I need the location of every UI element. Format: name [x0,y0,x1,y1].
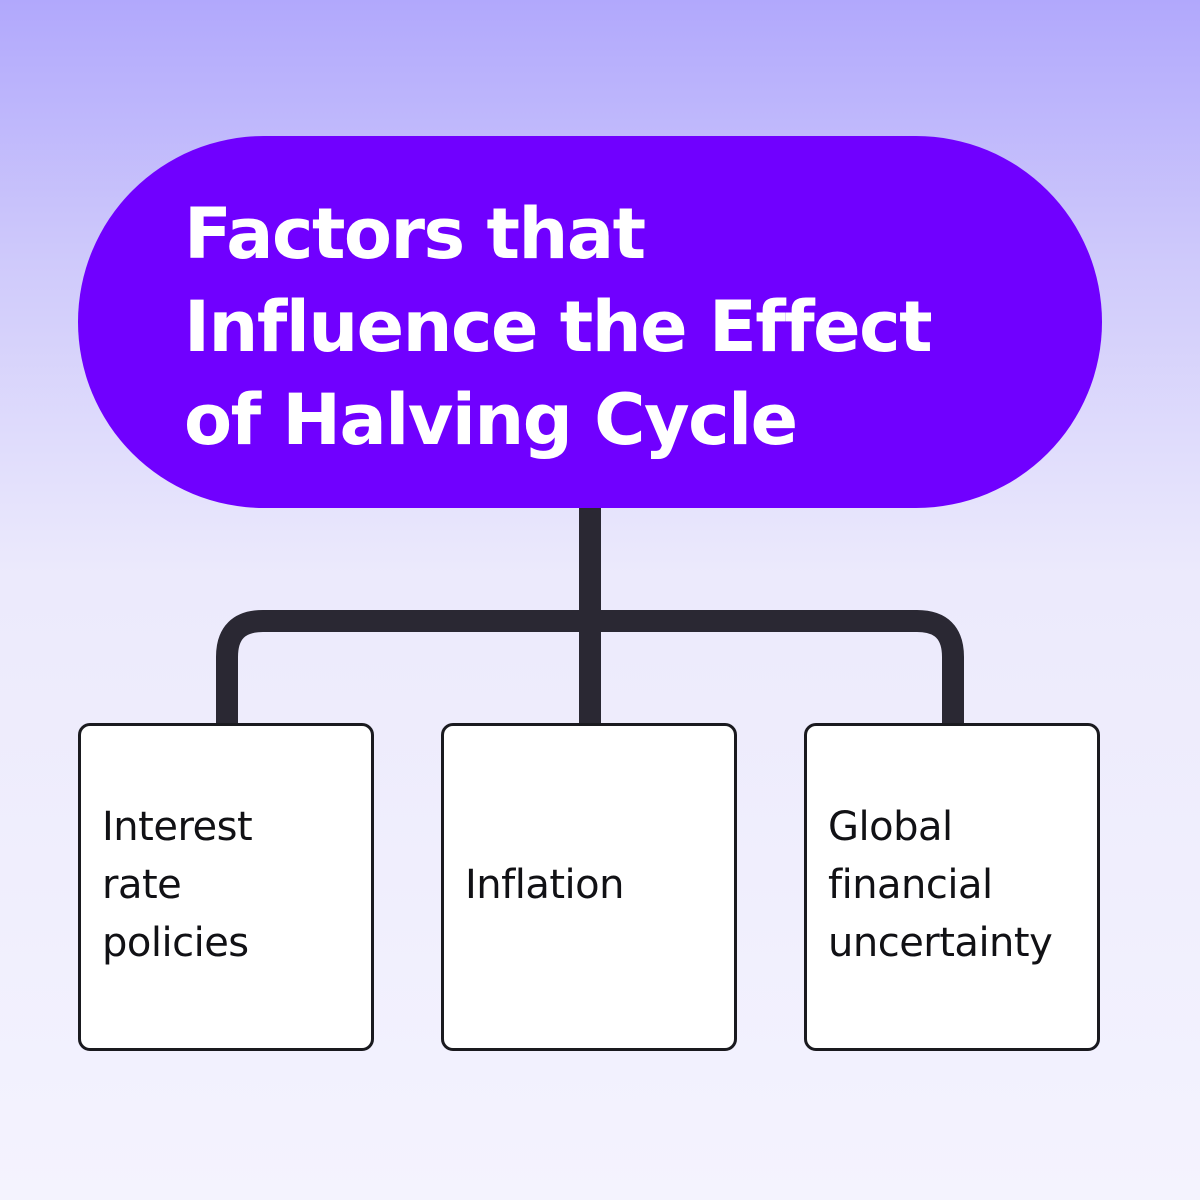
factor-label: Inflation [465,862,624,908]
factor-box-global-uncertainty: Global financial uncertainty [804,723,1100,1051]
title-node: Factors that Influence the Effect of Hal… [78,136,1102,508]
diagram-title: Factors that Influence the Effect of Hal… [184,193,933,461]
factor-label: Global financial uncertainty [828,804,1053,966]
branch-connector-left [216,610,590,723]
factor-box-inflation: Inflation [441,723,737,1051]
factor-label: Interest rate policies [102,804,253,966]
factor-box-interest-rate: Interest rate policies [78,723,374,1051]
branch-connector-right [590,610,964,723]
